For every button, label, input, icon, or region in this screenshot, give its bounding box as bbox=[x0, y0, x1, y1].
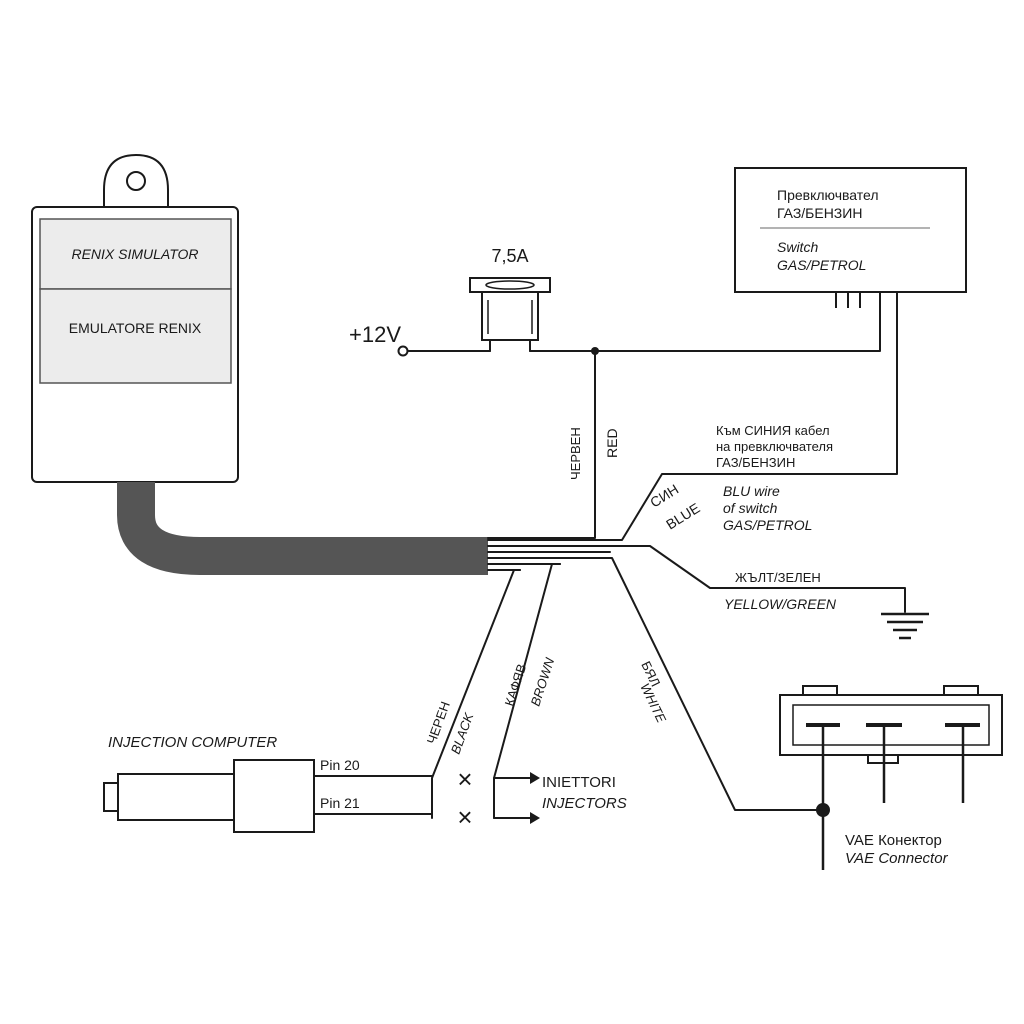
fuse-body bbox=[481, 291, 539, 341]
injectors: × × INIETTORI INJECTORS bbox=[457, 764, 626, 832]
injection-plug-tip bbox=[103, 782, 119, 812]
mounting-hole bbox=[126, 171, 146, 191]
power-label: +12V bbox=[349, 322, 401, 347]
red-label-bg: ЧЕРВЕН bbox=[568, 427, 583, 480]
brown-label-bg: КАФЯВ bbox=[502, 662, 530, 708]
red-label-en: RED bbox=[604, 428, 620, 458]
injection-plug-body bbox=[233, 759, 315, 833]
emulator-title-bottom: EMULATORE RENIX bbox=[69, 320, 202, 336]
switch-label-bg-2: ГАЗ/БЕНЗИН bbox=[777, 205, 862, 221]
fuse-cap bbox=[469, 277, 551, 293]
arrow-head bbox=[530, 772, 540, 784]
arrow-head bbox=[530, 812, 540, 824]
vae-label-bg: VAE Конектор bbox=[845, 832, 942, 849]
injection-title: INJECTION COMPUTER bbox=[108, 734, 277, 751]
white-label-en: WHITE bbox=[637, 681, 669, 726]
wire-blue bbox=[559, 291, 898, 541]
injectors-label-it: INIETTORI bbox=[542, 774, 616, 791]
vae-label-en: VAE Connector bbox=[845, 850, 949, 867]
blue-label-bg: СИН bbox=[647, 481, 681, 511]
cut-mark: × bbox=[457, 764, 472, 794]
ground-symbol bbox=[881, 612, 929, 640]
power-terminal bbox=[397, 345, 409, 357]
cut-mark: × bbox=[457, 802, 472, 832]
junction-node-vae bbox=[816, 803, 830, 817]
fuse-rating: 7,5A bbox=[491, 246, 528, 266]
emulator-title-top: RENIX SIMULATOR bbox=[71, 246, 198, 262]
emulator-label-panel-bottom bbox=[39, 288, 232, 384]
main-cable bbox=[117, 482, 488, 575]
switch-label-en-1: Switch bbox=[777, 239, 818, 255]
blue-note-en-1: BLU wire bbox=[723, 483, 780, 499]
vae-connector bbox=[779, 685, 1003, 870]
pin20-label: Pin 20 bbox=[320, 757, 360, 773]
wire-power-to-switch bbox=[529, 291, 881, 352]
injectors-label-en: INJECTORS bbox=[542, 795, 627, 812]
emulator-label-panel-top bbox=[39, 218, 232, 290]
switch-body bbox=[734, 167, 967, 293]
switch-label-bg-1: Превключвател bbox=[777, 187, 879, 203]
blue-note-en-3: GAS/PETROL bbox=[723, 517, 812, 533]
blue-note-bg-3: ГАЗ/БЕНЗИН bbox=[716, 455, 795, 470]
fuse: 7,5A bbox=[469, 246, 551, 352]
wire-brown bbox=[493, 563, 561, 819]
switch-label-en-2: GAS/PETROL bbox=[777, 257, 866, 273]
black-label-bg: ЧЕРЕН bbox=[424, 699, 453, 746]
brown-label-en: BROWN bbox=[528, 655, 558, 708]
injection-plug-neck bbox=[117, 773, 235, 821]
wire-red bbox=[487, 350, 596, 539]
yg-label-en: YELLOW/GREEN bbox=[724, 596, 837, 612]
switch-box: Превключвател ГАЗ/БЕНЗИН Switch GAS/PETR… bbox=[734, 167, 967, 308]
power-supply: +12V bbox=[349, 322, 491, 357]
blue-note-bg-2: на превключвателя bbox=[716, 439, 833, 454]
wire-white bbox=[599, 557, 819, 811]
emulator-unit: RENIX SIMULATOR EMULATORE RENIX bbox=[31, 153, 239, 483]
injection-computer: INJECTION COMPUTER Pin 20 Pin 21 bbox=[103, 734, 433, 833]
wire-black bbox=[431, 569, 521, 819]
blue-note-en-2: of switch bbox=[723, 500, 778, 516]
black-label-en: BLACK bbox=[448, 710, 477, 756]
blue-label-en: BLUE bbox=[663, 500, 702, 533]
wire-yellow-green bbox=[569, 545, 906, 613]
blue-note-bg-1: Към СИНИЯ кабел bbox=[716, 423, 830, 438]
yg-label-bg: ЖЪЛТ/ЗЕЛЕН bbox=[735, 570, 821, 585]
pin21-label: Pin 21 bbox=[320, 795, 360, 811]
cable-wire-ends bbox=[487, 539, 611, 571]
